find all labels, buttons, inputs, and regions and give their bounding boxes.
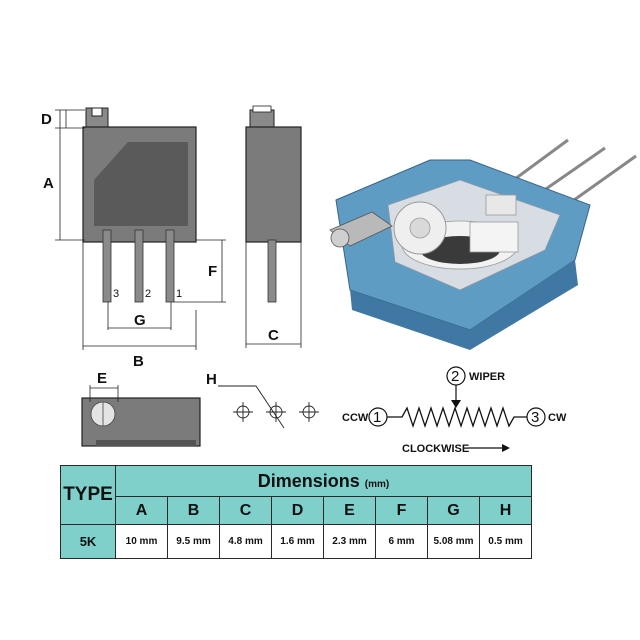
cw-terminal-number: 3 <box>531 409 539 426</box>
column-header-D: D <box>271 496 324 525</box>
schematic: 1 CCW 3 CW 2 WIPER CLOCKWISE <box>342 366 567 455</box>
dimensions-header: Dimensions (mm) <box>115 465 532 497</box>
pin-3-label: 3 <box>113 288 119 300</box>
value-A: 10 mm <box>115 524 168 559</box>
column-header-B: B <box>167 496 220 525</box>
label-A: A <box>43 175 54 192</box>
column-header-H: H <box>479 496 532 525</box>
value-C: 4.8 mm <box>219 524 272 559</box>
hole-pattern <box>218 385 319 429</box>
column-header-G: G <box>427 496 480 525</box>
column-header-C: C <box>219 496 272 525</box>
table-row: 5K 10 mm 9.5 mm 4.8 mm 1.6 mm 2.3 mm 6 m… <box>60 524 532 559</box>
column-header-E: E <box>323 496 376 525</box>
type-header: TYPE <box>60 465 116 525</box>
column-header-A: A <box>115 496 168 525</box>
clockwise-arrow-icon <box>502 444 510 452</box>
wiper-arrow-icon <box>451 400 461 408</box>
value-F: 6 mm <box>375 524 428 559</box>
label-B: B <box>133 353 144 370</box>
label-F: F <box>208 263 217 280</box>
label-G: G <box>134 312 146 329</box>
row-type-cell: 5K <box>60 524 116 559</box>
column-header-F: F <box>375 496 428 525</box>
value-D: 1.6 mm <box>271 524 324 559</box>
pin-2-label: 2 <box>145 288 151 300</box>
dimensions-table: TYPE Dimensions (mm) A B C D E F G H 5K … <box>60 465 532 559</box>
ccw-label: CCW <box>342 412 369 424</box>
label-D: D <box>41 111 52 128</box>
dimensions-unit: (mm) <box>364 478 390 490</box>
ccw-terminal-number: 1 <box>373 409 381 426</box>
clockwise-label: CLOCKWISE <box>402 443 469 455</box>
label-E: E <box>97 370 107 387</box>
resistor-zigzag <box>387 405 527 429</box>
value-E: 2.3 mm <box>323 524 376 559</box>
front-dimension-lines <box>55 109 226 350</box>
label-H: H <box>206 371 217 388</box>
side-dimension-lines <box>245 242 302 348</box>
dimensions-title: Dimensions <box>257 470 360 491</box>
value-H: 0.5 mm <box>479 524 532 559</box>
bottom-view <box>81 397 201 447</box>
front-view: 3 2 1 <box>82 107 197 303</box>
label-C: C <box>268 327 279 344</box>
wiper-label: WIPER <box>469 371 505 383</box>
cw-label: CW <box>548 412 567 424</box>
wiper-terminal-number: 2 <box>451 368 459 385</box>
pin-1-label: 1 <box>176 288 182 300</box>
cutaway-3d-view <box>329 138 637 350</box>
side-view <box>245 105 302 303</box>
e-dimension-lines <box>89 385 119 402</box>
value-B: 9.5 mm <box>167 524 220 559</box>
value-G: 5.08 mm <box>427 524 480 559</box>
